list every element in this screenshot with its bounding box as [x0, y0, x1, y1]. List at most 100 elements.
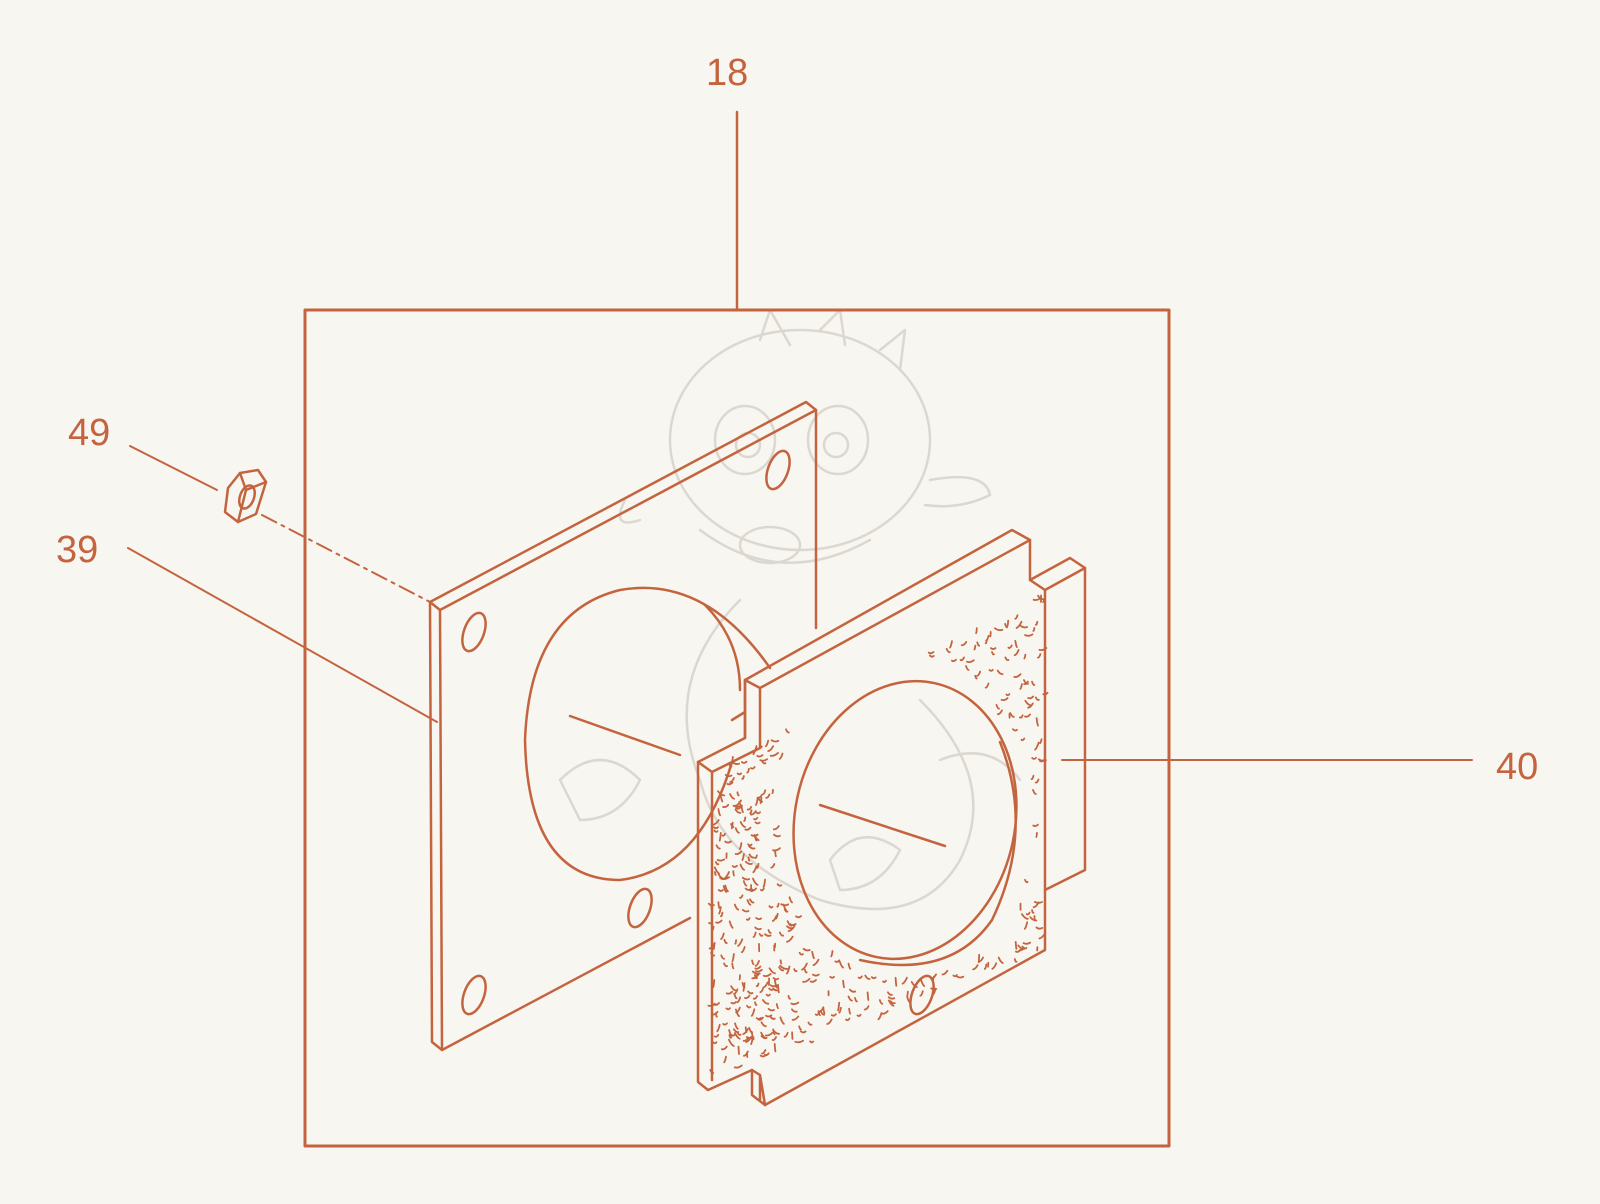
- foam-speckle: [735, 1008, 740, 1018]
- foam-speckle: [754, 965, 762, 970]
- foam-speckle: [976, 670, 982, 677]
- foam-speckle: [737, 938, 744, 947]
- foam-speckle: [978, 956, 984, 963]
- foam-speckle: [734, 799, 742, 807]
- foam-speckle: [723, 938, 728, 945]
- foam-speckle: [746, 806, 753, 811]
- foam-speckle: [759, 1054, 767, 1058]
- foam-speckle: [1015, 620, 1023, 629]
- foam-speckle: [750, 810, 757, 816]
- foam-speckle: [1032, 596, 1042, 601]
- foam-speckle: [739, 863, 745, 871]
- foam-speckle: [984, 682, 990, 689]
- foam-speckle: [949, 640, 953, 649]
- foam-speckle: [710, 1010, 719, 1016]
- foam-speckle: [755, 811, 761, 815]
- foam-speckle: [753, 816, 759, 821]
- foam-speckle: [771, 788, 774, 795]
- foam-speckle: [1022, 941, 1032, 945]
- foam-speckle: [1024, 633, 1034, 637]
- foam-speckle: [1031, 680, 1036, 686]
- foam-speckle: [847, 995, 853, 1002]
- foam-speckle: [790, 1001, 800, 1006]
- foam-speckle: [791, 1008, 798, 1013]
- foam-speckle: [762, 973, 772, 977]
- foam-speckle: [951, 658, 957, 663]
- foam-speckle: [1034, 696, 1040, 701]
- foam-speckle: [754, 974, 758, 980]
- foam-speckle: [870, 976, 877, 980]
- foam-speckle: [752, 995, 758, 1000]
- foam-speckle: [750, 1036, 754, 1045]
- foam-speckle: [724, 884, 729, 893]
- foam-speckle: [988, 668, 994, 672]
- foam-speckle: [1033, 915, 1036, 921]
- foam-speckle: [729, 793, 735, 800]
- foam-speckle: [1023, 680, 1029, 685]
- watermark-dragon-sketch: [558, 308, 1022, 911]
- foam-speckle: [1004, 623, 1008, 629]
- foam-speckle: [749, 898, 755, 904]
- foam-speckle: [1034, 741, 1040, 751]
- foam-speckle: [773, 833, 781, 838]
- foam-speckle: [748, 845, 756, 850]
- foam-speckle: [753, 745, 758, 754]
- foam-speckle: [991, 651, 995, 656]
- callout-39-label: 39: [56, 529, 99, 571]
- foam-speckle: [854, 997, 858, 1003]
- foam-speckle: [761, 1049, 767, 1055]
- foam-speckle: [715, 861, 720, 866]
- foam-speckle: [778, 752, 784, 760]
- foam-speckle: [717, 808, 721, 817]
- foam-speckle: [758, 933, 764, 937]
- foam-speckle: [795, 915, 802, 919]
- foam-speckle: [732, 870, 735, 877]
- foam-speckle: [809, 1040, 815, 1044]
- foam-speckle: [1000, 697, 1009, 702]
- foam-speckle: [787, 925, 796, 932]
- foam-speckle: [710, 905, 713, 912]
- callout-49-label: 49: [68, 412, 111, 454]
- foam-speckle: [769, 1015, 776, 1020]
- foam-speckle: [975, 627, 978, 635]
- foam-speckle: [739, 821, 746, 828]
- foam-speckle: [788, 896, 793, 904]
- foam-speckle: [734, 808, 742, 814]
- foam-speckle: [718, 832, 722, 842]
- foam-speckle: [990, 647, 997, 650]
- foam-speckle: [724, 774, 733, 778]
- foam-speckle: [755, 982, 760, 988]
- foam-speckle: [887, 991, 893, 996]
- foam-speckle: [774, 979, 778, 989]
- foam-speckle: [767, 929, 772, 934]
- foam-speckle: [751, 959, 755, 966]
- foam-speckle: [887, 996, 896, 1000]
- foam-speckle: [1031, 756, 1037, 760]
- foam-speckle: [864, 974, 871, 980]
- foam-speckle: [749, 889, 754, 893]
- foam-speckle: [1042, 691, 1049, 696]
- insulation-gasket: [696, 528, 1087, 1107]
- foam-speckle: [734, 994, 738, 1000]
- foam-speckle: [754, 960, 760, 967]
- foam-speckle: [1039, 738, 1043, 744]
- foam-speckle: [811, 950, 815, 960]
- foam-speckle: [718, 906, 722, 915]
- foam-speckle: [927, 651, 935, 655]
- foam-speckle: [733, 988, 739, 995]
- foam-speckle: [733, 1028, 740, 1034]
- foam-speckle: [1014, 639, 1018, 648]
- foam-speckle: [779, 964, 789, 970]
- foam-speckle: [770, 739, 780, 743]
- foam-speckle: [731, 761, 741, 765]
- foam-speckle: [734, 850, 743, 856]
- foam-speckle: [728, 920, 734, 929]
- foam-speckle: [752, 931, 757, 938]
- foam-speckle: [1006, 619, 1010, 627]
- foam-speckle: [996, 669, 1004, 676]
- foam-speckle: [983, 963, 988, 970]
- foam-speckle: [730, 821, 734, 830]
- foam-speckle: [721, 1045, 728, 1051]
- foam-speckle: [991, 962, 998, 970]
